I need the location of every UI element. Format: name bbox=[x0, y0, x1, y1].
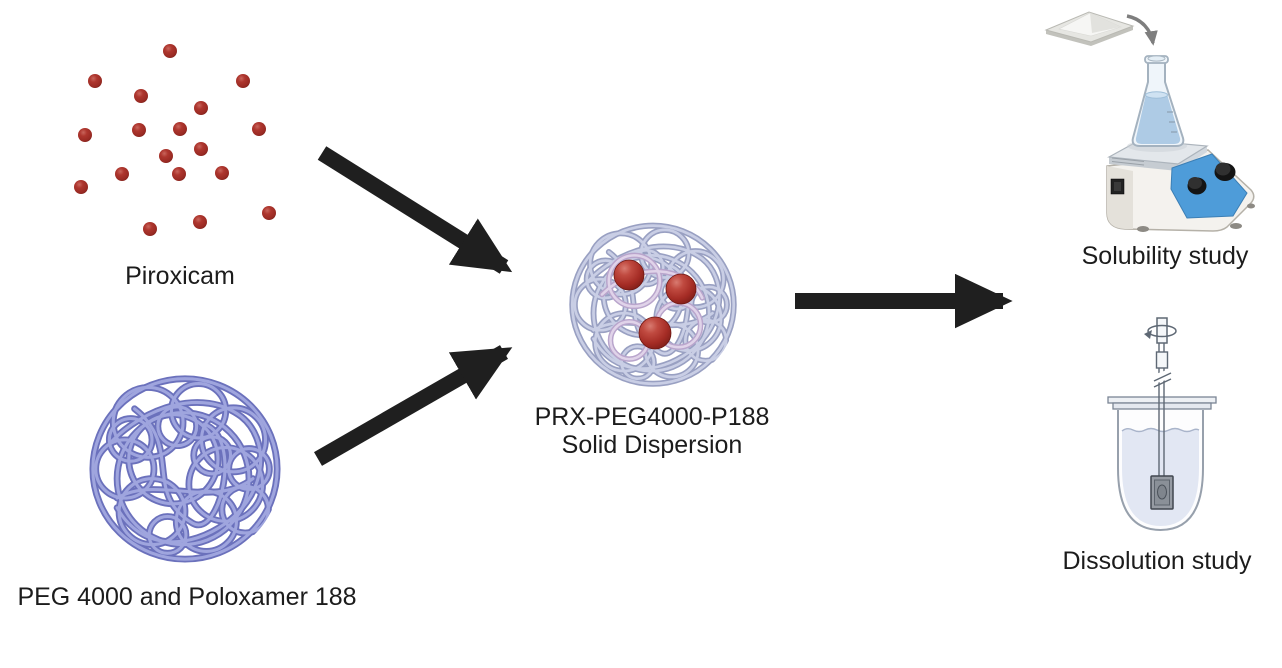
magnetic-stirrer-icon bbox=[1106, 139, 1255, 232]
rotation-indicator-icon bbox=[1144, 317, 1177, 344]
stirrer-control-panel bbox=[1170, 153, 1248, 219]
arrow-piroxicam-to-dispersion-icon bbox=[317, 146, 513, 274]
stirring-shaft-icon bbox=[1153, 343, 1172, 477]
piroxicam-label: Piroxicam bbox=[125, 262, 235, 290]
erlenmeyer-flask-icon bbox=[1127, 55, 1187, 152]
dispersion-label-line2: Solid Dispersion bbox=[561, 431, 743, 459]
dissolution-basket-icon bbox=[1150, 475, 1174, 510]
vessel-lid bbox=[1107, 396, 1217, 410]
arrow-polymer-to-dispersion-icon bbox=[314, 345, 513, 466]
dispersed-drug-spheres bbox=[613, 259, 697, 350]
dissolution-study-label: Dissolution study bbox=[1062, 547, 1252, 575]
solubility-study-label: Solubility study bbox=[1081, 242, 1249, 270]
stirrer-knob-icon bbox=[1214, 162, 1236, 181]
piroxicam-particles-icon bbox=[74, 44, 276, 236]
dissolution-vessel-icon bbox=[1107, 317, 1217, 532]
dispersion-label: PRX-PEG4000-P188 Solid Dispersion bbox=[527, 403, 777, 459]
flask-on-magnetic-stirrer-icon bbox=[1044, 11, 1255, 232]
weigh-boat-icon bbox=[1044, 11, 1135, 46]
pour-arrow-icon bbox=[1126, 14, 1158, 46]
polymer-label: PEG 4000 and Poloxamer 188 bbox=[17, 583, 357, 611]
polymer-coil-with-drug-icon bbox=[572, 226, 734, 384]
dispersion-label-line1: PRX-PEG4000-P188 bbox=[534, 403, 770, 431]
stirrer-knob-icon bbox=[1187, 177, 1207, 195]
polymer-coil-icon bbox=[93, 379, 277, 559]
